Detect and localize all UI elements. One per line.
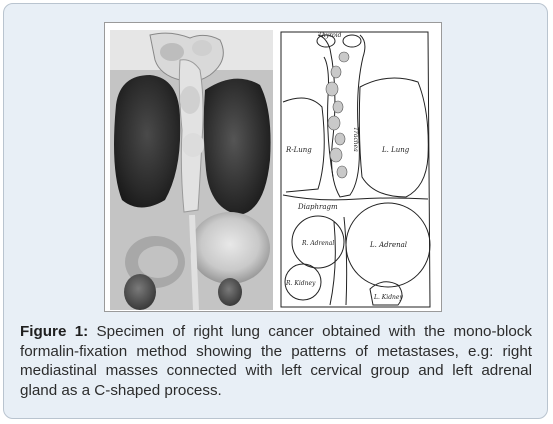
label-r-kidney: R. Kidney	[285, 280, 316, 287]
label-thyroid: Thyroid	[318, 32, 342, 39]
label-vertical: Trachea	[352, 127, 359, 152]
label-l-adrenal: L. Adrenal	[369, 241, 407, 249]
label-r-adrenal: R. Adrenal	[301, 240, 334, 247]
specimen-photo	[110, 30, 273, 310]
label-l-lung: L. Lung	[381, 146, 410, 154]
label-r-lung: R-Lung	[285, 146, 312, 154]
figure-caption: Figure 1: Specimen of right lung cancer …	[20, 322, 532, 400]
caption-text: Specimen of right lung cancer obtained w…	[20, 323, 532, 399]
label-diaphragm: Diaphragm	[297, 203, 338, 211]
specimen-diagram: Thyroid R-Lung L. Lung Diaphragm R. Adre…	[278, 27, 438, 311]
label-l-kidney: L. Kidney	[373, 294, 403, 301]
caption-label: Figure 1:	[20, 323, 89, 340]
